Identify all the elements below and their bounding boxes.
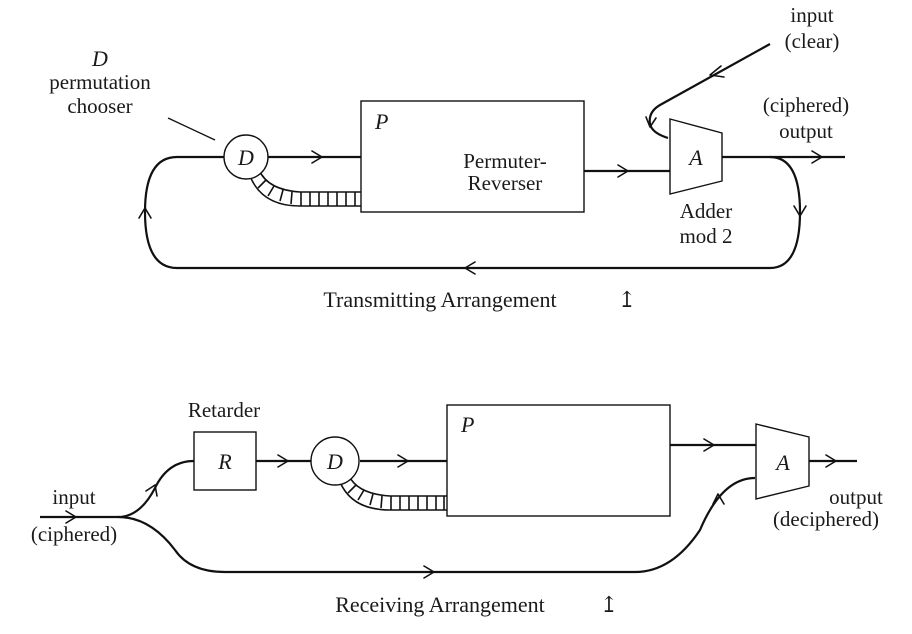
receiving-caption: Receiving Arrangement xyxy=(335,592,545,617)
receive-lower-branch xyxy=(117,476,756,574)
receive-d-circle xyxy=(310,436,360,486)
receive-r-box xyxy=(193,431,257,491)
receive-arrow-upper xyxy=(145,484,158,497)
transmit-arrow-d-p xyxy=(311,150,323,164)
transmit-arrow-input xyxy=(709,65,725,78)
receive-cable xyxy=(348,475,447,497)
receive-input-line2: (ciphered) xyxy=(31,522,117,546)
receive-output-line2: (deciphered) xyxy=(773,507,879,531)
transmit-input-line2: (clear) xyxy=(785,29,840,53)
transmit-output-line2: output xyxy=(779,119,833,143)
transmitting-arrangement: D P Permuter- Reverser A D permutation c… xyxy=(49,3,849,312)
adder-label-line2: mod 2 xyxy=(679,224,732,248)
receive-adder-box xyxy=(755,423,810,500)
transmit-d-letter: D xyxy=(237,145,254,170)
receive-arrow-bottom xyxy=(423,565,435,579)
transmit-arrow-right-down xyxy=(793,205,807,217)
chooser-line1: permutation xyxy=(49,70,151,94)
transmitting-caption-symbol: ↥ xyxy=(618,287,636,312)
receive-arrow-lower-up xyxy=(712,493,725,505)
receive-arrow-r-d xyxy=(277,454,289,468)
transmit-arrow-left-up xyxy=(138,207,152,219)
chooser-line2: chooser xyxy=(67,94,132,118)
receive-adder-letter: A xyxy=(774,450,790,475)
receiving-arrangement: R D P A Retarder input (ciphered) output… xyxy=(31,398,883,617)
transmit-input-wire xyxy=(648,43,771,140)
receive-p-letter: P xyxy=(460,412,474,437)
transmit-arrow-input-down xyxy=(645,116,657,128)
transmit-p-line2: Reverser xyxy=(468,171,543,195)
transmit-p-box xyxy=(360,100,585,213)
receive-arrow-d-p xyxy=(397,454,409,468)
adder-label-line1: Adder xyxy=(680,199,732,223)
transmit-d-circle xyxy=(223,134,269,180)
receive-d-letter: D xyxy=(326,449,343,474)
transmit-loop-wire xyxy=(143,155,802,270)
chooser-pointer-line xyxy=(167,117,216,141)
retarder-label: Retarder xyxy=(188,398,260,422)
chooser-letter: D xyxy=(91,46,108,71)
transmit-input-line1: input xyxy=(790,3,833,27)
receive-output-line1: output xyxy=(829,485,883,509)
receive-input-line1: input xyxy=(52,485,95,509)
receiving-caption-symbol: ↥ xyxy=(600,592,618,617)
transmit-arrow-output xyxy=(811,150,823,164)
transmitting-caption: Transmitting Arrangement xyxy=(323,287,556,312)
receive-arrow-p-a xyxy=(703,438,715,452)
transmit-arrow-p-a xyxy=(617,164,629,178)
transmit-output-line1: (ciphered) xyxy=(763,93,849,117)
transmit-adder-letter: A xyxy=(687,145,703,170)
transmit-adder-box xyxy=(669,118,723,195)
transmit-p-line1: Permuter- xyxy=(463,149,547,173)
transmit-cable xyxy=(258,169,361,193)
transmit-p-letter: P xyxy=(374,109,388,134)
receive-arrow-input xyxy=(65,510,77,524)
receive-p-box xyxy=(446,404,671,517)
receive-arrow-output xyxy=(825,454,837,468)
transmit-arrow-bottom-left xyxy=(464,261,476,275)
receive-r-letter: R xyxy=(217,449,232,474)
